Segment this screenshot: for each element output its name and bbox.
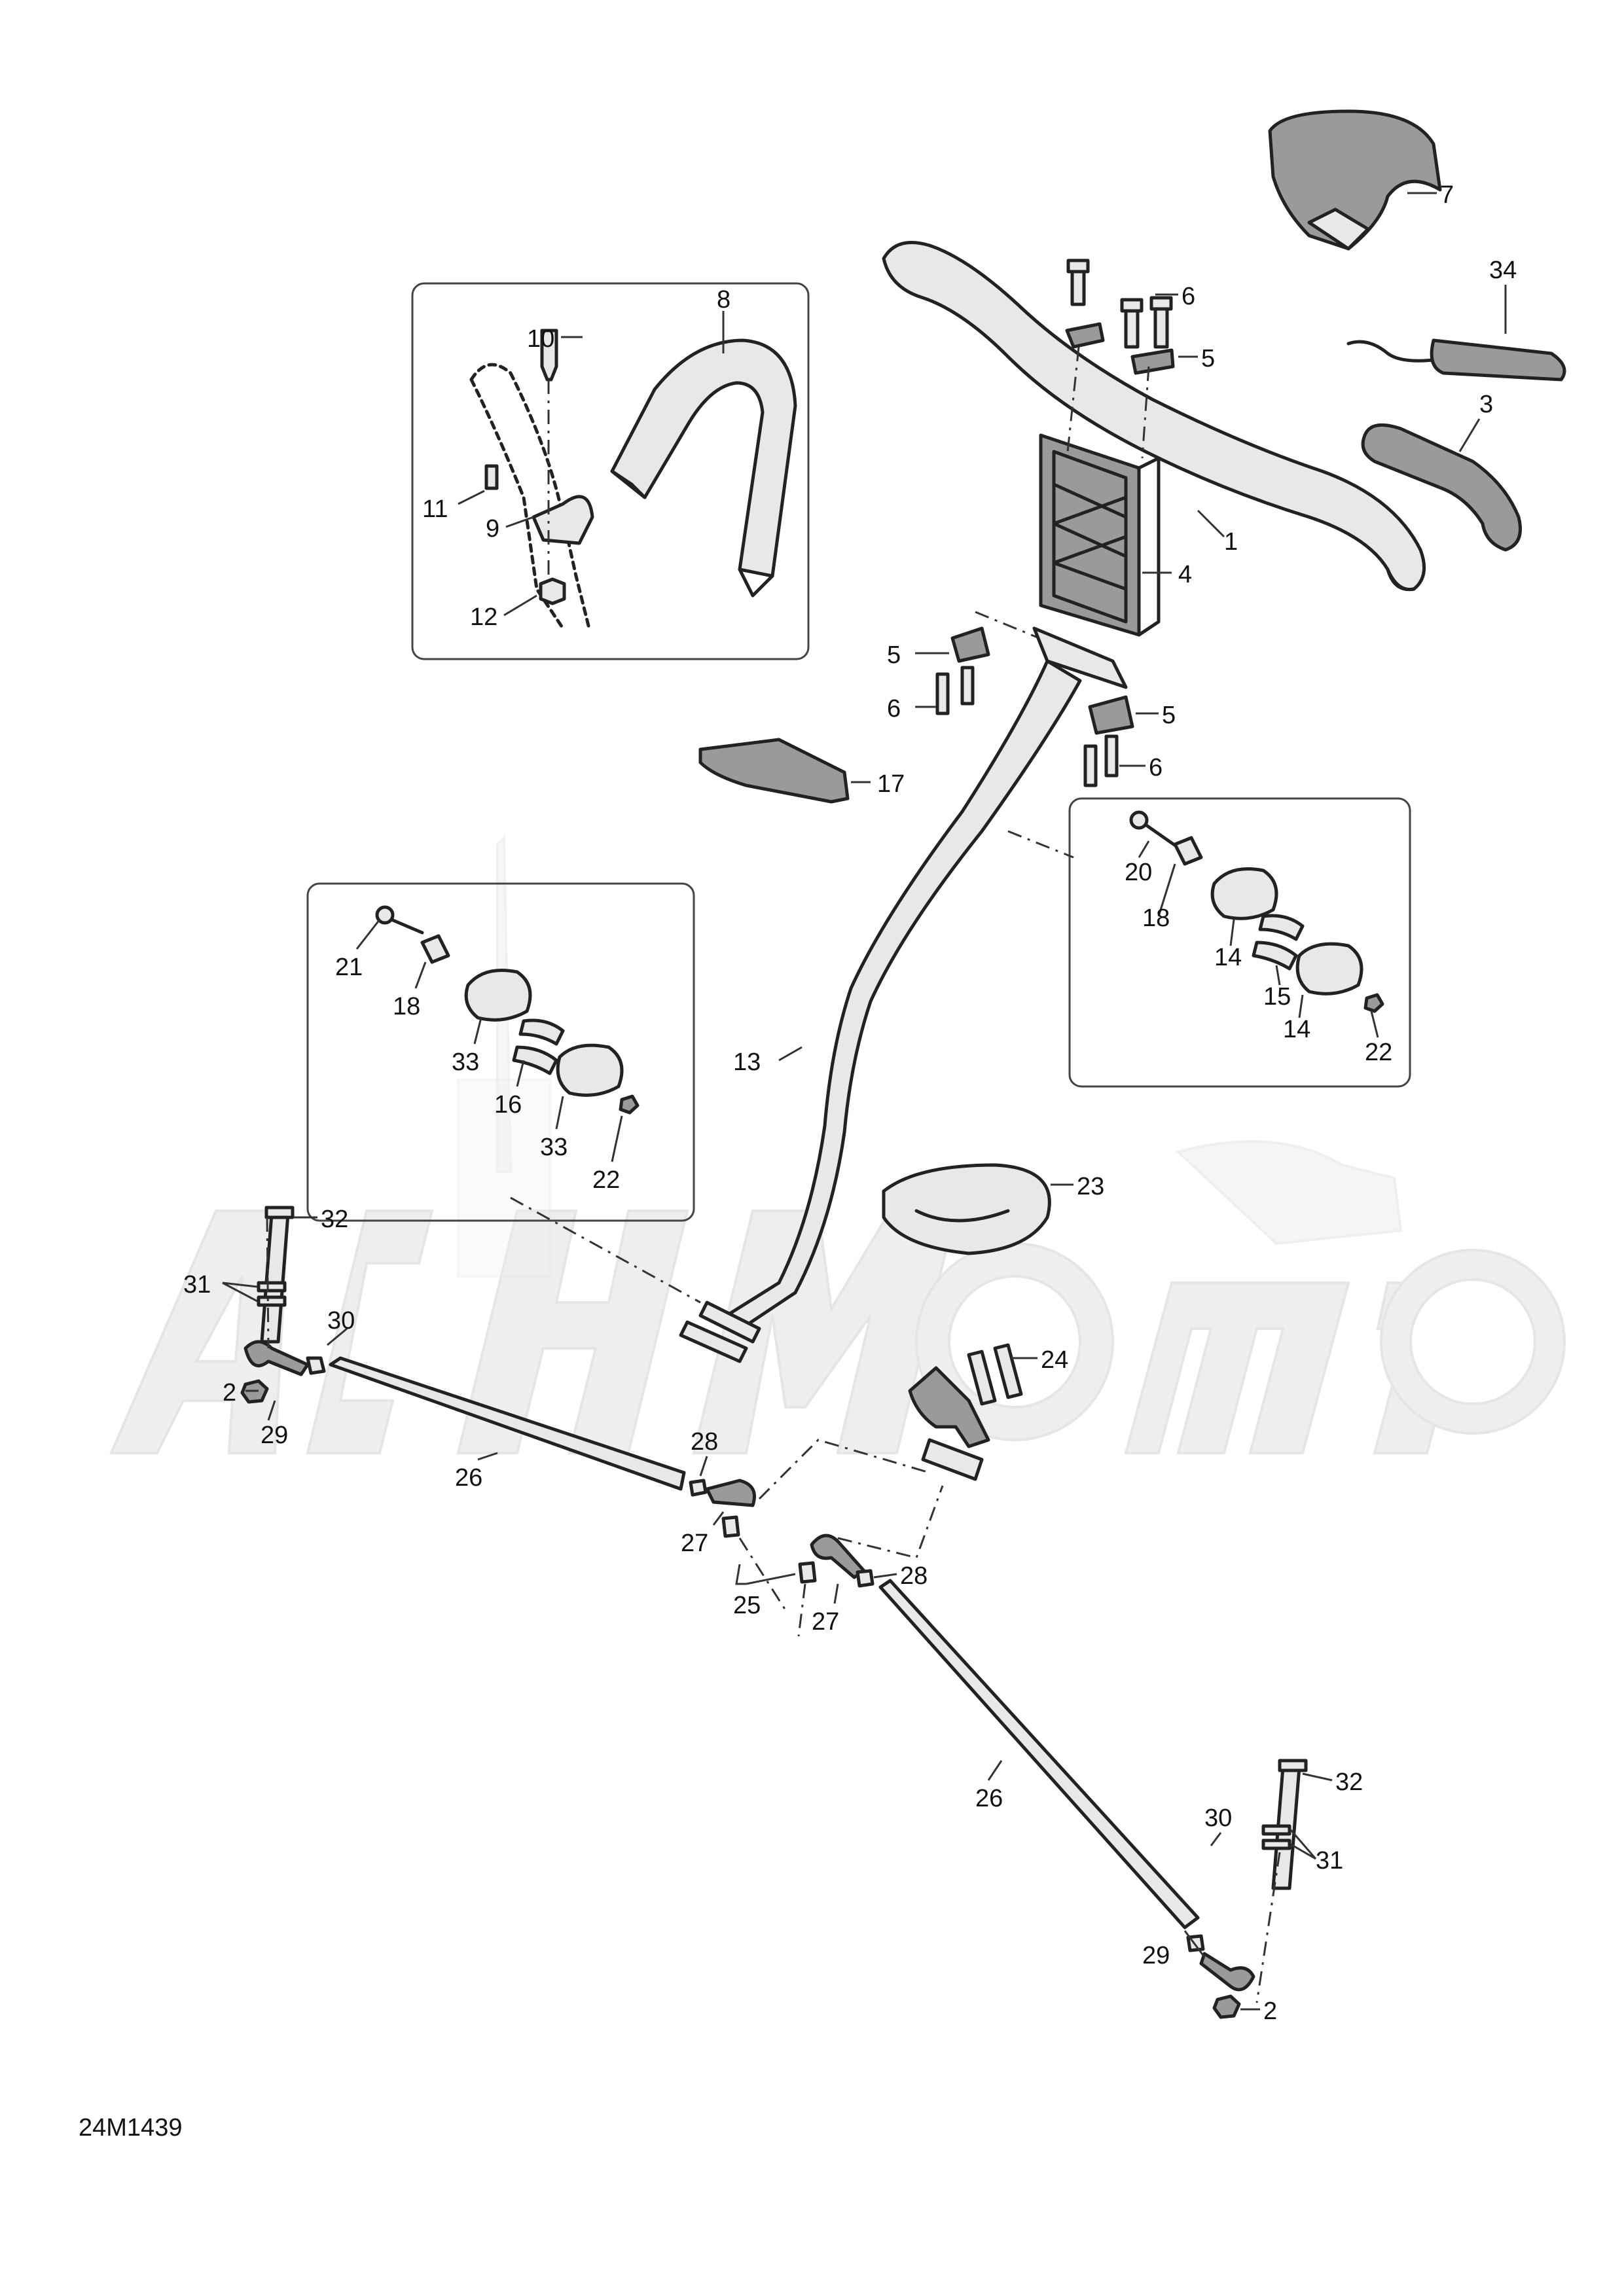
clamp-part-5-top-b bbox=[1130, 348, 1175, 375]
callout-27-left: 27 bbox=[681, 1530, 708, 1557]
drawing-id: 24M1439 bbox=[79, 2114, 183, 2142]
callout-29-right: 29 bbox=[1142, 1942, 1170, 1969]
handlebar-part-1 bbox=[882, 241, 1426, 592]
tierod-assembly-right bbox=[1129, 810, 1384, 1013]
bracket-part-24 bbox=[908, 1343, 1023, 1481]
handguard-part-8 bbox=[610, 338, 797, 598]
callout-16: 16 bbox=[494, 1091, 522, 1119]
callout-28-right: 28 bbox=[900, 1562, 928, 1590]
callout-26-right: 26 bbox=[975, 1785, 1003, 1812]
grip-heater-part-34 bbox=[1346, 338, 1566, 382]
callout-31-right: 31 bbox=[1316, 1847, 1343, 1874]
tierod-part-26-left bbox=[329, 1356, 686, 1491]
washer-part-31-right-b bbox=[1261, 1839, 1291, 1850]
spacer-part-25-a bbox=[721, 1515, 740, 1538]
callout-26-left: 26 bbox=[455, 1464, 482, 1492]
tierod-assembly-left bbox=[375, 905, 640, 1115]
callout-5-top: 5 bbox=[1201, 345, 1215, 372]
spacer-part-11 bbox=[484, 464, 499, 490]
washer-part-31-left-a bbox=[257, 1281, 287, 1293]
callout-17: 17 bbox=[877, 770, 905, 798]
bolts-part-6-lower bbox=[935, 666, 1119, 787]
detail-box-tierod-right bbox=[1068, 797, 1411, 1088]
callout-9: 9 bbox=[486, 515, 499, 543]
callout-6-top: 6 bbox=[1182, 283, 1195, 310]
grip-part-3 bbox=[1361, 423, 1522, 552]
callout-15: 15 bbox=[1263, 983, 1291, 1011]
callout-25: 25 bbox=[733, 1592, 761, 1619]
clamp-part-9 bbox=[532, 495, 594, 545]
clamp-part-5-lower-b bbox=[1088, 695, 1134, 735]
callout-22-left: 22 bbox=[592, 1166, 620, 1194]
callout-34: 34 bbox=[1489, 257, 1517, 284]
callout-8: 8 bbox=[717, 286, 731, 314]
callout-labels: 1 7 34 3 4 6 5 8 10 11 9 12 5 6 5 6 17 2… bbox=[183, 181, 1517, 2025]
rod-end-part-29-left bbox=[244, 1340, 310, 1376]
callout-6-low: 6 bbox=[1149, 754, 1163, 781]
steering-column-part-13 bbox=[679, 626, 1128, 1363]
callout-31-left: 31 bbox=[183, 1271, 211, 1299]
callout-33-left-a: 33 bbox=[452, 1049, 479, 1076]
rod-end-part-27-left bbox=[705, 1479, 756, 1507]
callout-33-left-b: 33 bbox=[540, 1134, 568, 1161]
callout-7: 7 bbox=[1440, 181, 1454, 209]
callout-3: 3 bbox=[1479, 391, 1493, 418]
callout-22-right: 22 bbox=[1365, 1039, 1392, 1066]
callout-6-mid: 6 bbox=[887, 695, 901, 723]
callout-21: 21 bbox=[335, 954, 363, 981]
clamp-part-5-top-a bbox=[1065, 322, 1105, 349]
jam-nut-part-28-left bbox=[689, 1479, 708, 1497]
washer-part-31-left-b bbox=[257, 1295, 287, 1307]
callout-23: 23 bbox=[1077, 1173, 1104, 1200]
callout-27-right: 27 bbox=[812, 1608, 839, 1636]
callout-32-left: 32 bbox=[321, 1206, 348, 1233]
callout-11: 11 bbox=[422, 495, 448, 523]
leader-lines bbox=[222, 192, 1507, 2011]
callout-18-left: 18 bbox=[393, 993, 420, 1020]
callout-2-left: 2 bbox=[223, 1379, 236, 1407]
jam-nut-part-30-left bbox=[306, 1356, 326, 1375]
tierod-part-26-right bbox=[878, 1579, 1200, 1929]
callout-13: 13 bbox=[733, 1049, 761, 1076]
callout-32-right: 32 bbox=[1335, 1768, 1363, 1796]
callout-4: 4 bbox=[1178, 561, 1192, 588]
callout-2-right: 2 bbox=[1263, 1998, 1277, 2025]
callout-14-right-b: 14 bbox=[1283, 1016, 1310, 1043]
callout-12: 12 bbox=[470, 603, 497, 631]
callout-1: 1 bbox=[1224, 528, 1238, 556]
jam-nut-part-28-right bbox=[856, 1569, 875, 1588]
boot-part-23 bbox=[882, 1163, 1051, 1255]
spacer-part-25-b bbox=[798, 1561, 817, 1584]
callout-29-left: 29 bbox=[261, 1422, 288, 1449]
callout-28-left: 28 bbox=[691, 1428, 718, 1456]
riser-part-4 bbox=[1039, 433, 1161, 637]
callout-30-right: 30 bbox=[1204, 1804, 1232, 1832]
callout-20: 20 bbox=[1125, 859, 1152, 886]
plate-part-17 bbox=[698, 738, 850, 804]
rod-end-part-29-right bbox=[1199, 1952, 1255, 1992]
clamp-part-5-lower-a bbox=[950, 626, 990, 663]
handlebar-section-dashed bbox=[469, 363, 591, 630]
callout-14-right-a: 14 bbox=[1214, 944, 1242, 971]
nut-part-12 bbox=[539, 577, 566, 605]
washer-part-31-right-a bbox=[1261, 1824, 1291, 1836]
callout-5-low: 5 bbox=[1162, 702, 1176, 729]
nut-part-2-right bbox=[1212, 1994, 1241, 2019]
rod-end-part-27-right bbox=[810, 1534, 866, 1579]
callout-30-left: 30 bbox=[327, 1307, 355, 1335]
grip-cover-part-7 bbox=[1268, 109, 1442, 251]
bolts-part-6-top bbox=[1066, 259, 1173, 349]
callout-24: 24 bbox=[1041, 1346, 1068, 1374]
callout-5-mid: 5 bbox=[887, 641, 901, 669]
detail-box-handguard bbox=[411, 282, 810, 660]
callout-10: 10 bbox=[527, 325, 554, 353]
bolt-part-10 bbox=[540, 329, 558, 382]
callout-18-right: 18 bbox=[1142, 905, 1170, 932]
detail-box-tierod-left bbox=[306, 882, 695, 1222]
